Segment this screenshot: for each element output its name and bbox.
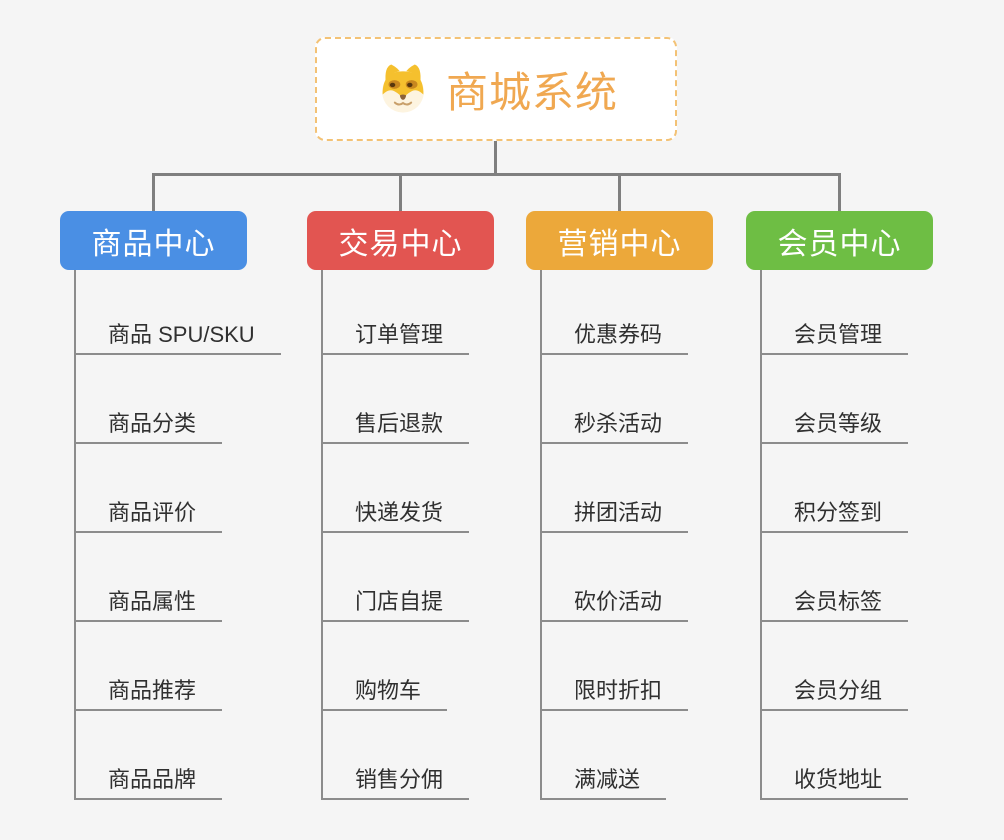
topic-node[interactable]: 快递发货 (321, 486, 470, 533)
topic-node[interactable]: 满减送 (540, 753, 667, 800)
branch-node-3[interactable]: 营销中心 (526, 211, 713, 270)
connector-root-stub (494, 141, 497, 175)
topic-node[interactable]: 商品属性 (74, 575, 223, 622)
dog-icon (382, 64, 424, 113)
connector-drop-1 (152, 173, 155, 211)
topic-node[interactable]: 商品 SPU/SKU (74, 308, 281, 355)
topic-node[interactable]: 积分签到 (760, 486, 909, 533)
topic-node[interactable]: 会员管理 (760, 308, 909, 355)
topic-node[interactable]: 会员标签 (760, 575, 909, 622)
topic-node[interactable]: 会员等级 (760, 397, 909, 444)
topic-node[interactable]: 优惠券码 (540, 308, 689, 355)
topic-node[interactable]: 限时折扣 (540, 664, 689, 711)
topic-node[interactable]: 商品分类 (74, 397, 223, 444)
topic-node[interactable]: 订单管理 (321, 308, 470, 355)
topic-node[interactable]: 商品推荐 (74, 664, 223, 711)
connector-drop-2 (399, 173, 402, 211)
branch-node-2[interactable]: 交易中心 (307, 211, 494, 270)
branch-spine-1 (74, 270, 76, 800)
branch-node-4[interactable]: 会员中心 (746, 211, 933, 270)
topic-node[interactable]: 会员分组 (760, 664, 909, 711)
topic-node[interactable]: 收货地址 (760, 753, 909, 800)
topic-node[interactable]: 商品评价 (74, 486, 223, 533)
root-title: 商城系统 (445, 68, 618, 116)
root-node[interactable]: 商城系统 (315, 37, 677, 141)
topic-node[interactable]: 销售分佣 (321, 753, 470, 800)
connector-drop-3 (618, 173, 621, 211)
branch-spine-2 (321, 270, 323, 800)
branch-node-1[interactable]: 商品中心 (60, 211, 247, 270)
topic-node[interactable]: 砍价活动 (540, 575, 689, 622)
connector-bus (152, 173, 841, 176)
topic-node[interactable]: 商品品牌 (74, 753, 223, 800)
topic-node[interactable]: 购物车 (321, 664, 448, 711)
connector-drop-4 (838, 173, 841, 211)
branch-spine-3 (540, 270, 542, 800)
branch-spine-4 (760, 270, 762, 800)
topic-node[interactable]: 门店自提 (321, 575, 470, 622)
topic-node[interactable]: 拼团活动 (540, 486, 689, 533)
topic-node[interactable]: 秒杀活动 (540, 397, 689, 444)
topic-node[interactable]: 售后退款 (321, 397, 470, 444)
